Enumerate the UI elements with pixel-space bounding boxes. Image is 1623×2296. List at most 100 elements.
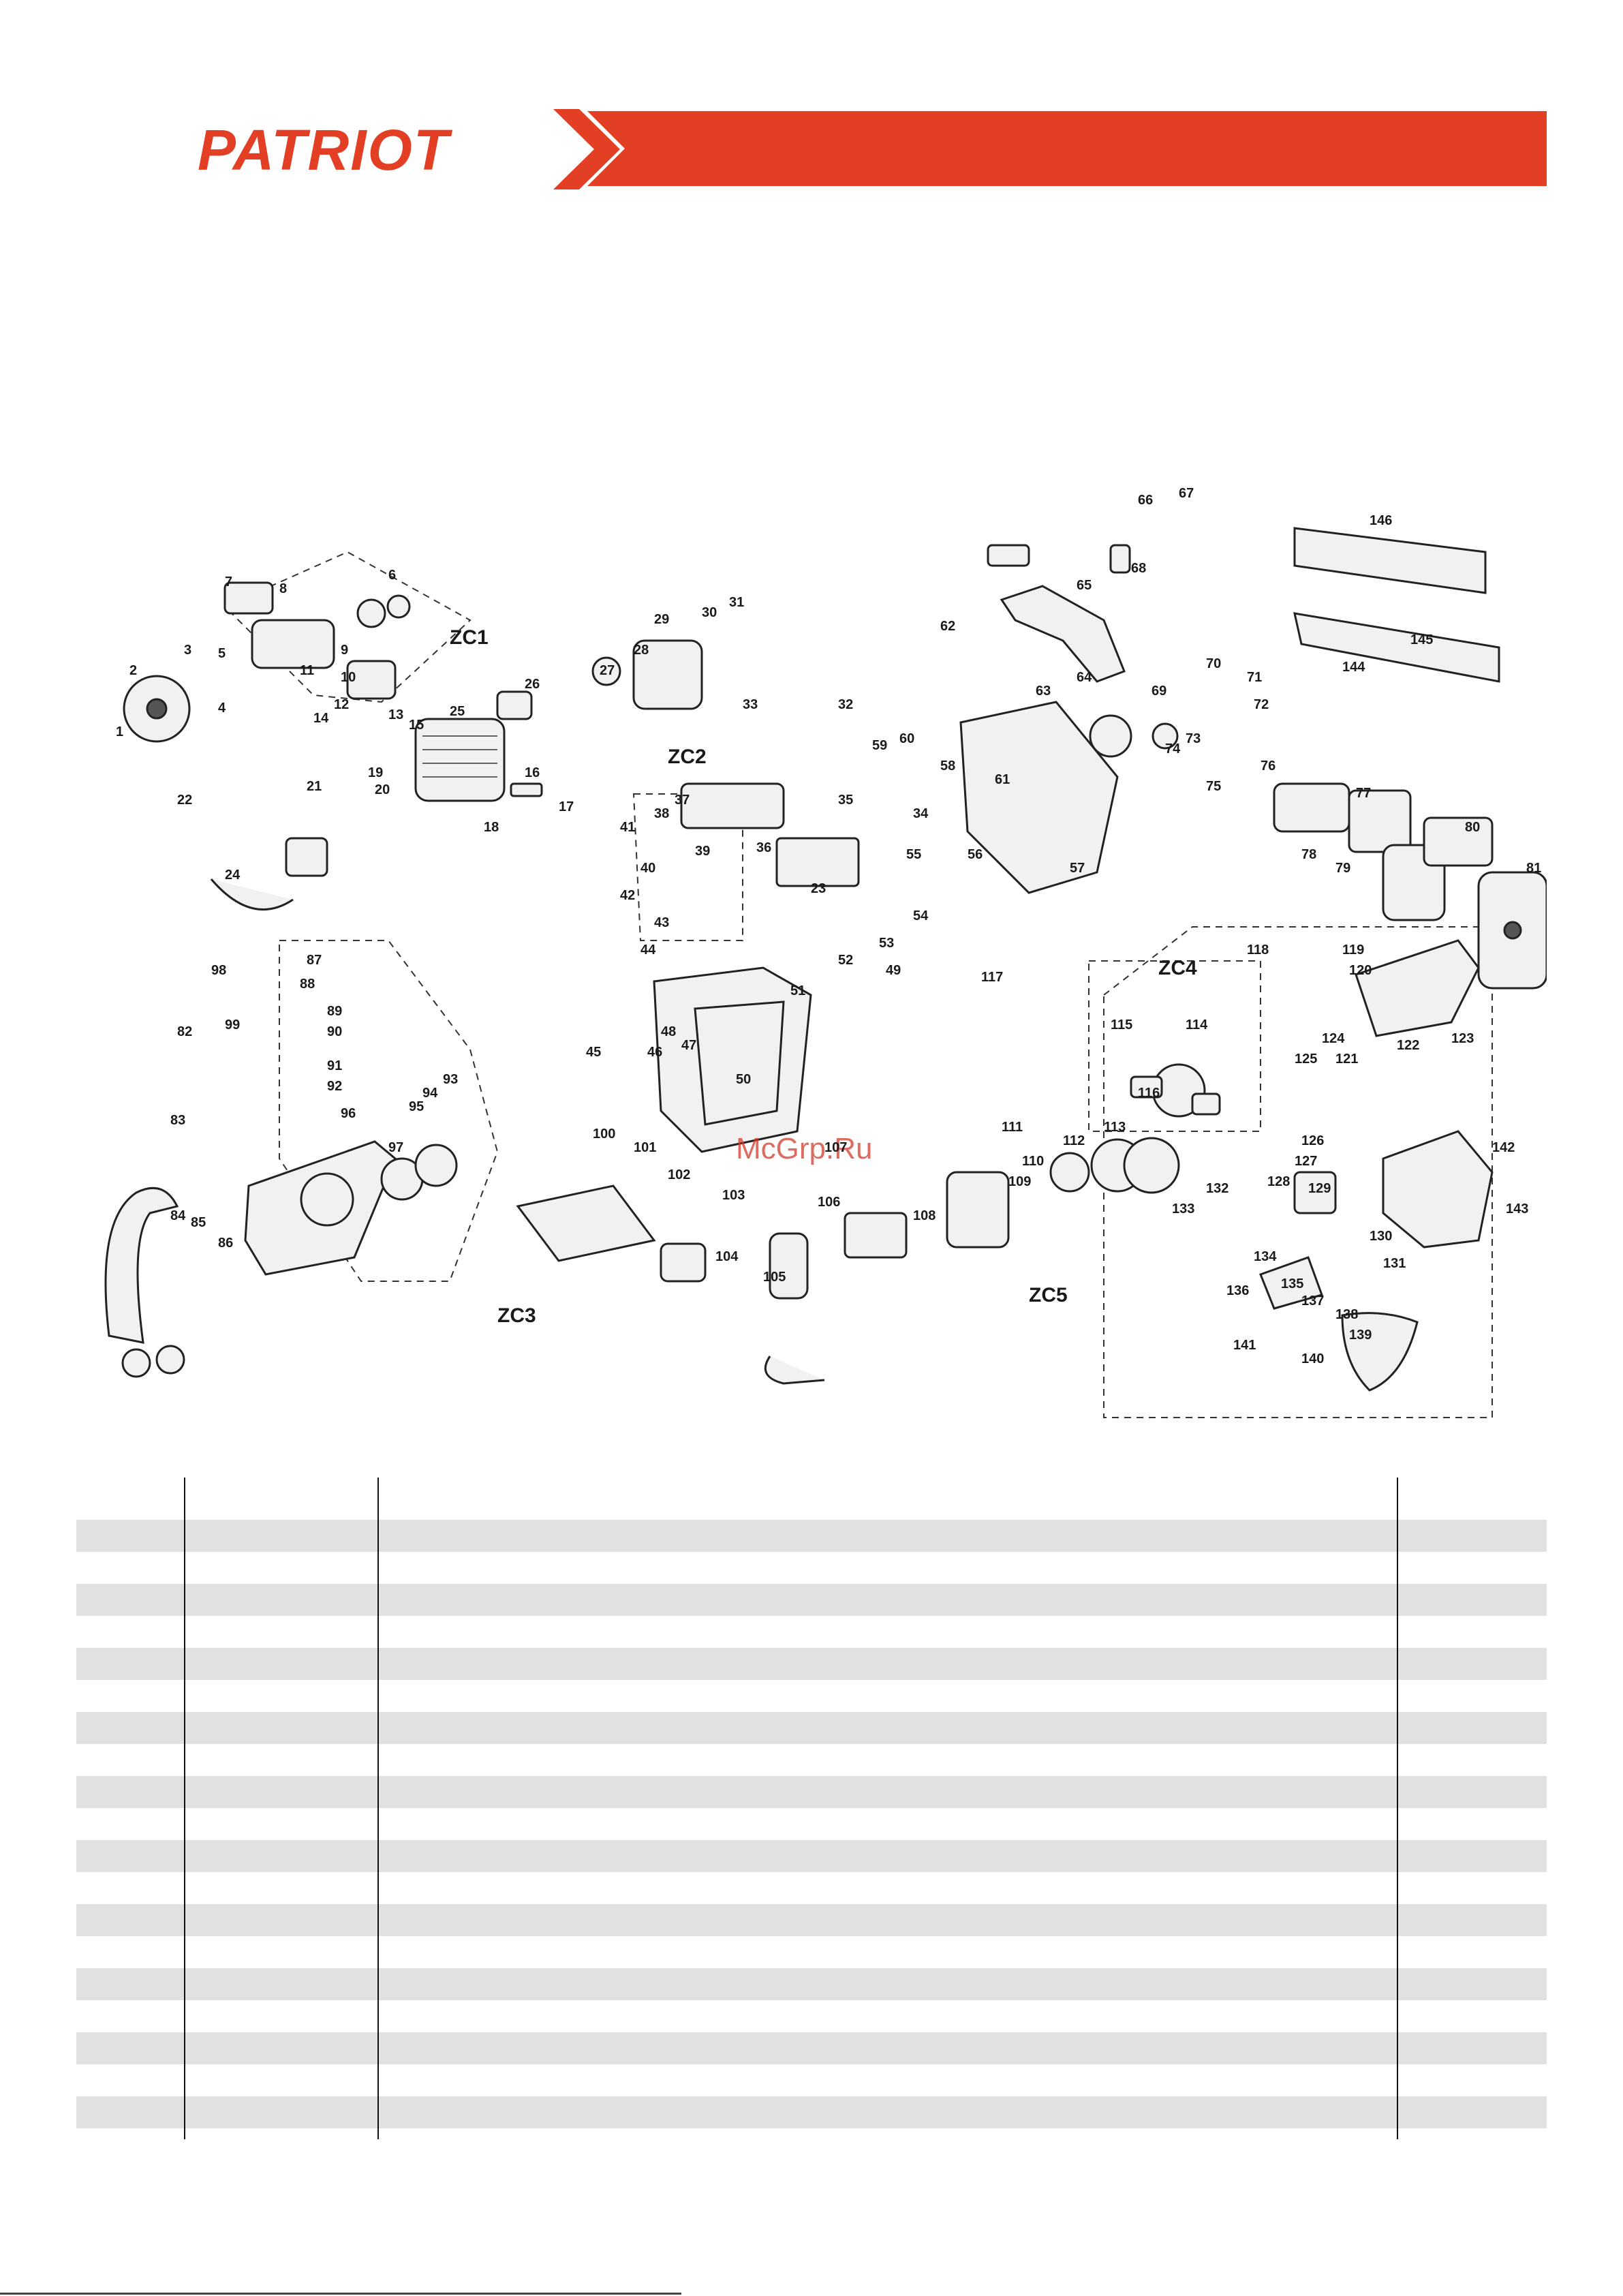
table-row xyxy=(76,2032,1547,2064)
part-number-label: 36 xyxy=(756,840,771,855)
part-number-label: 78 xyxy=(1301,847,1316,862)
part-number-label: 99 xyxy=(225,1017,240,1032)
part-number-label: 86 xyxy=(218,1236,233,1251)
part-number-label: 108 xyxy=(913,1208,936,1223)
part-number-label: 115 xyxy=(1111,1017,1132,1032)
part-number-label: 52 xyxy=(838,953,853,968)
part-number-label: 138 xyxy=(1335,1307,1358,1322)
part-number-label: 102 xyxy=(668,1167,690,1182)
part-number-label: 51 xyxy=(790,983,805,998)
guide-bar-and-chain xyxy=(1293,527,1500,683)
brand-logo: PATRIOT xyxy=(198,118,450,182)
column-divider xyxy=(377,1478,379,2139)
part-number-label: 14 xyxy=(313,711,329,726)
starter-assembly xyxy=(104,1140,458,1378)
group-label-zc1: ZC1 xyxy=(450,626,489,649)
part-number-label: 146 xyxy=(1370,513,1392,528)
part-number-label: 98 xyxy=(211,963,226,978)
group-label-zc5: ZC5 xyxy=(1029,1284,1068,1306)
part-number-label: 82 xyxy=(177,1024,192,1039)
diagram-canvas: ZC1 ZC2 ZC3 ZC4 ZC5 McGrp.Ru 12345678910… xyxy=(104,486,1548,1418)
clutch-assembly xyxy=(1049,1063,1221,1194)
table-row xyxy=(76,1776,1547,1808)
part-number-label: 135 xyxy=(1281,1276,1303,1291)
part-number-label: 64 xyxy=(1077,670,1092,685)
group-label-zc3: ZC3 xyxy=(497,1304,536,1327)
part-number-label: 93 xyxy=(443,1072,458,1087)
table-row xyxy=(76,1616,1547,1648)
table-row xyxy=(76,1680,1547,1712)
part-number-label: 27 xyxy=(600,663,615,678)
part-number-label: 121 xyxy=(1335,1052,1358,1067)
part-number-label: 8 xyxy=(279,581,287,596)
part-number-label: 132 xyxy=(1206,1181,1228,1196)
sprocket-cover-assembly xyxy=(1259,939,1494,1392)
part-number-label: 11 xyxy=(300,663,314,678)
part-number-label: 109 xyxy=(1008,1174,1031,1189)
part-number-label: 41 xyxy=(620,820,635,835)
part-number-label: 136 xyxy=(1226,1283,1249,1298)
table-row xyxy=(76,1968,1547,2000)
table-row xyxy=(76,1520,1547,1552)
part-number-label: 140 xyxy=(1301,1351,1324,1366)
column-divider xyxy=(1397,1478,1398,2139)
part-number-label: 122 xyxy=(1397,1038,1419,1053)
part-number-label: 113 xyxy=(1104,1120,1126,1135)
part-number-label: 39 xyxy=(695,844,710,859)
table-row xyxy=(76,1840,1547,1872)
part-number-label: 94 xyxy=(422,1086,438,1101)
part-number-label: 74 xyxy=(1165,741,1181,756)
handle-and-tank xyxy=(959,544,1179,894)
part-number-label: 9 xyxy=(341,643,348,658)
table-row xyxy=(76,1936,1547,1968)
part-number-label: 54 xyxy=(913,908,929,923)
part-number-label: 77 xyxy=(1356,786,1371,801)
part-number-label: 142 xyxy=(1492,1140,1515,1155)
column-divider xyxy=(184,1478,185,2139)
group-outline-zc1 xyxy=(223,551,472,703)
page-header: PATRIOT xyxy=(0,0,1623,204)
part-number-label: 133 xyxy=(1172,1201,1194,1216)
part-number-label: 50 xyxy=(736,1072,751,1087)
part-number-label: 40 xyxy=(640,861,655,876)
part-number-label: 111 xyxy=(1002,1120,1023,1135)
part-number-label: 130 xyxy=(1370,1229,1392,1244)
table-row xyxy=(76,2096,1547,2128)
part-number-label: 73 xyxy=(1186,731,1201,746)
part-number-label: 89 xyxy=(327,1004,342,1019)
table-row xyxy=(76,1584,1547,1616)
part-number-label: 44 xyxy=(640,943,656,958)
part-number-label: 119 xyxy=(1342,943,1364,958)
part-number-label: 63 xyxy=(1036,684,1051,699)
part-number-label: 16 xyxy=(525,765,540,780)
part-number-label: 61 xyxy=(995,772,1010,787)
part-number-label: 143 xyxy=(1506,1201,1528,1216)
part-number-label: 84 xyxy=(170,1208,186,1223)
header-banner xyxy=(587,111,1547,186)
part-number-label: 24 xyxy=(225,868,241,883)
part-number-label: 112 xyxy=(1063,1133,1085,1148)
part-number-label: 107 xyxy=(824,1140,847,1155)
part-number-label: 26 xyxy=(525,677,540,692)
part-number-label: 101 xyxy=(634,1140,656,1155)
part-number-label: 18 xyxy=(484,820,499,835)
part-number-label: 57 xyxy=(1070,861,1085,876)
watermark: McGrp.Ru xyxy=(736,1132,872,1165)
part-number-label: 35 xyxy=(838,793,853,808)
part-number-label: 104 xyxy=(715,1249,739,1264)
part-number-label: 2 xyxy=(129,663,137,678)
part-number-label: 4 xyxy=(218,701,226,716)
group-outline-zc4 xyxy=(1088,960,1261,1132)
part-number-label: 1 xyxy=(116,724,123,739)
part-number-label: 72 xyxy=(1254,697,1269,712)
part-number-label: 139 xyxy=(1349,1328,1372,1343)
part-number-label: 68 xyxy=(1131,561,1146,576)
part-number-label: 3 xyxy=(184,643,191,658)
part-number-label: 12 xyxy=(334,697,349,712)
table-row xyxy=(76,1904,1547,1936)
part-number-label: 110 xyxy=(1022,1154,1044,1169)
part-number-label: 88 xyxy=(300,977,315,992)
muffler-assembly xyxy=(496,639,703,720)
cylinder-assembly xyxy=(210,718,543,910)
